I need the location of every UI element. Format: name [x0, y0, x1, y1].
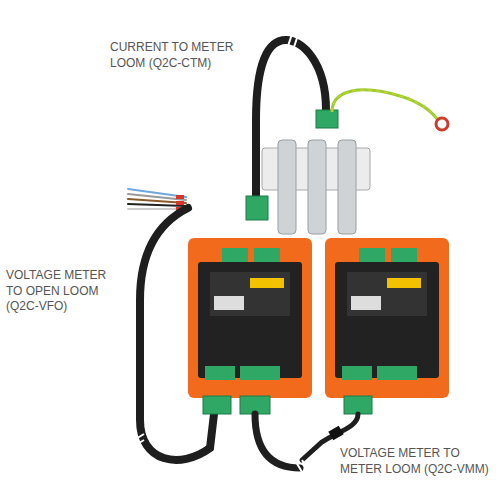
loom-label: VOLTAGE METER TO METER LOOM (Q2C-VMM): [340, 446, 492, 477]
loom-label: CURRENT TO METER LOOM (Q2C-CTM): [110, 40, 245, 71]
loom-label: VOLTAGE METER TO OPEN LOOM (Q2C-VFO): [6, 268, 118, 315]
